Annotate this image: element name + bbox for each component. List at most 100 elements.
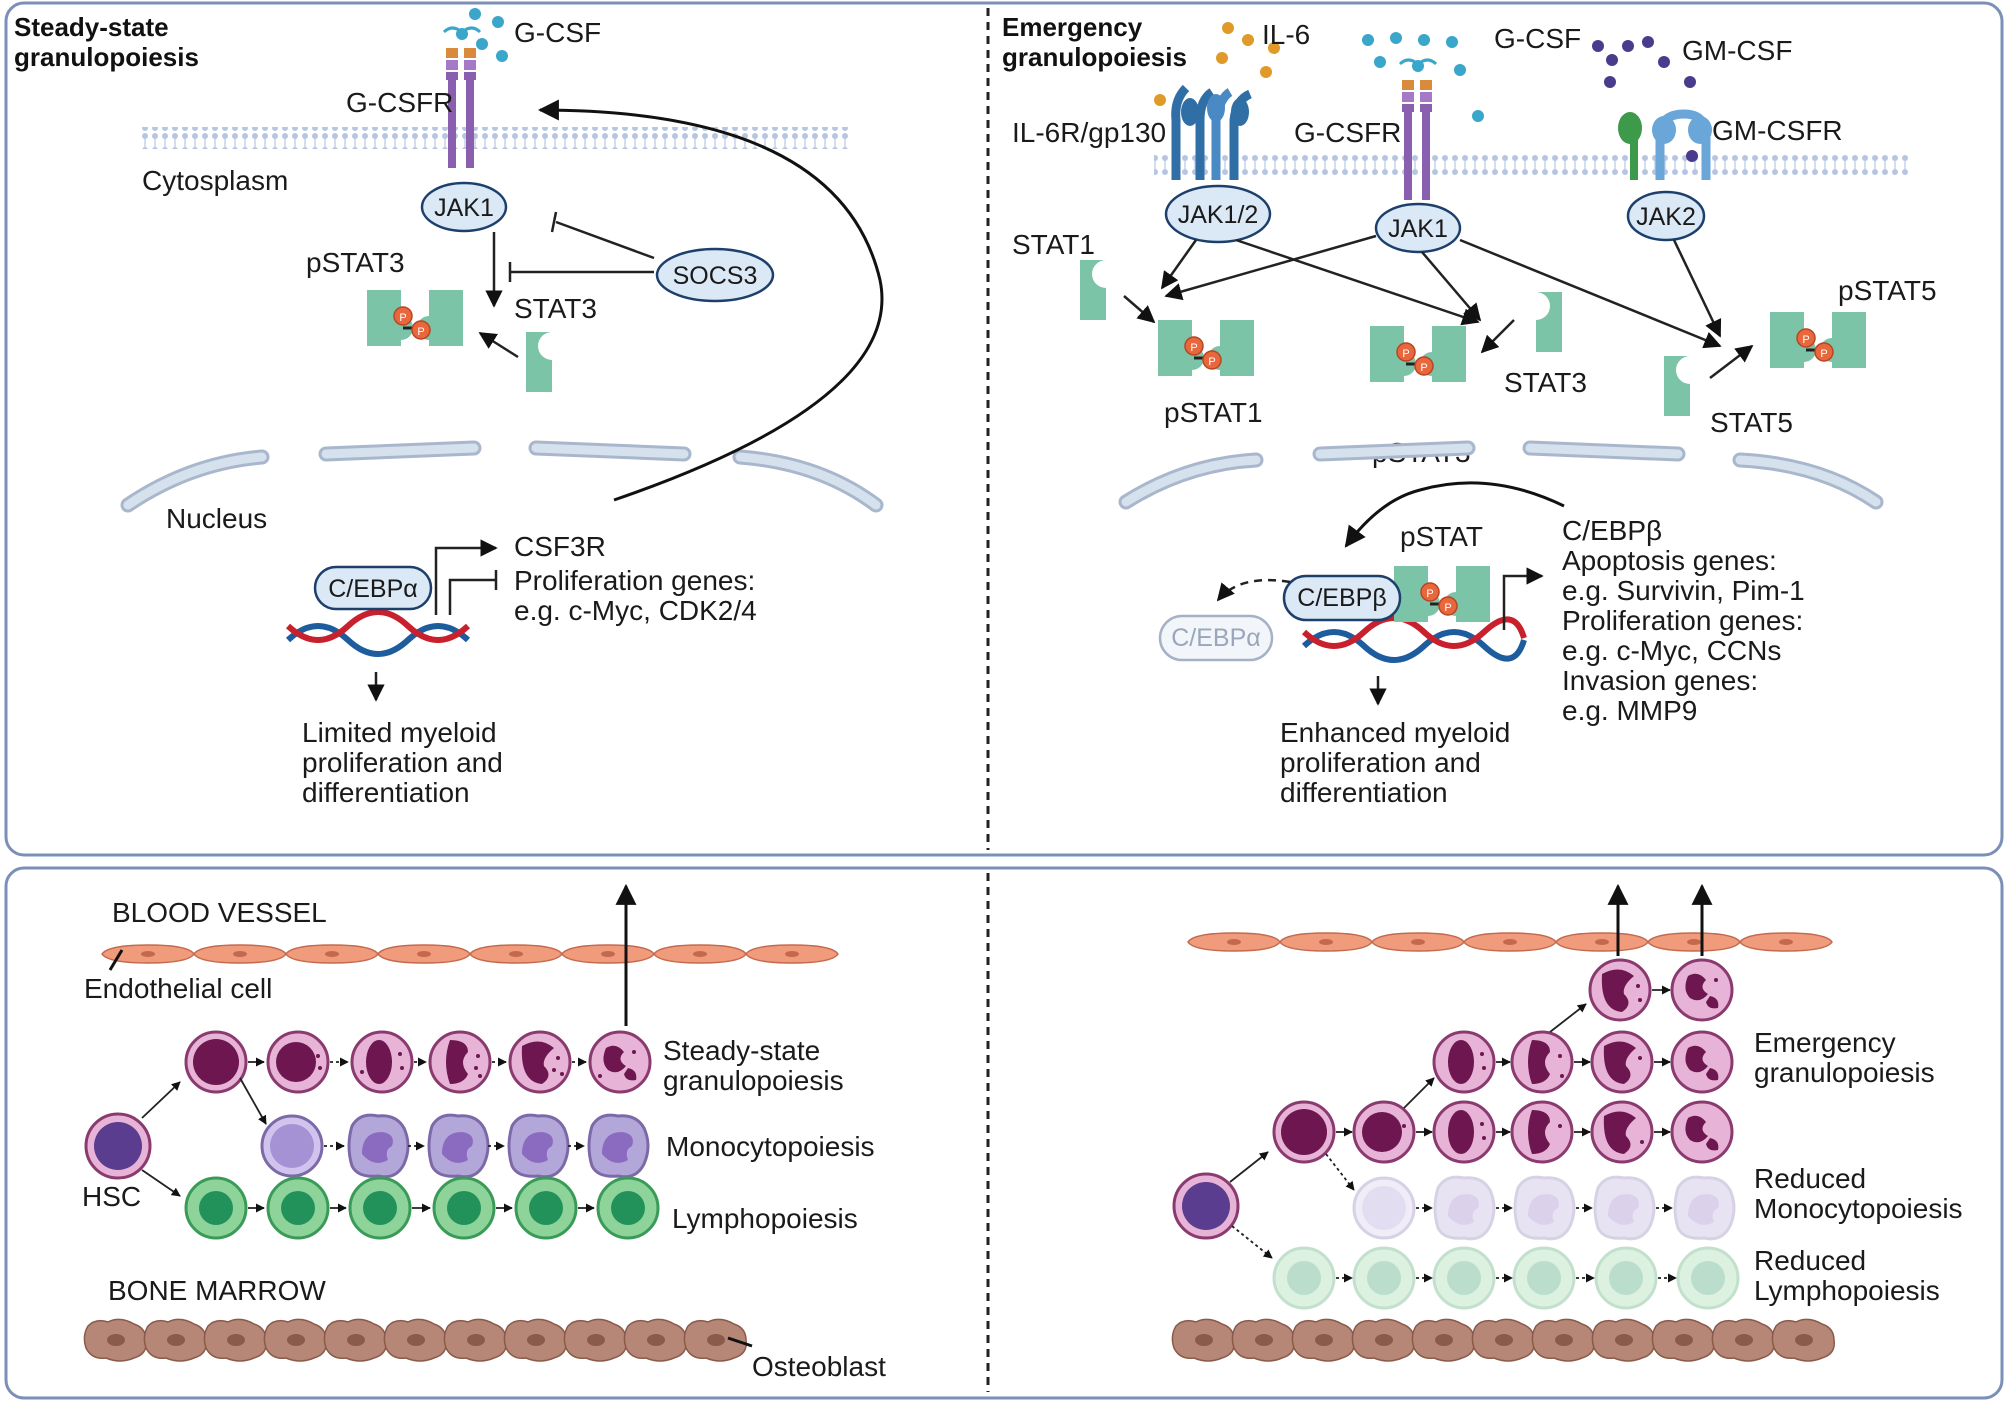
pstat3-dimer-right bbox=[1368, 324, 1468, 384]
cebpb-feedback-arrow bbox=[1344, 481, 1565, 548]
hsc-cell-right bbox=[1172, 1172, 1240, 1240]
emergency-lineage-label-line1: Emergency bbox=[1754, 1027, 1896, 1058]
steady-state-signaling: Steady-state granulopoiesis G-CSF G-CSFR… bbox=[14, 8, 884, 808]
target-genes-list: C/EBPβ Apoptosis genes: e.g. Survivin, P… bbox=[1562, 515, 1805, 726]
hsc-label: HSC bbox=[82, 1181, 141, 1212]
gcsf-ligand-dots-right bbox=[1362, 32, 1484, 122]
pstat1-dimer bbox=[1156, 318, 1256, 378]
lymphopoiesis-label: Lymphopoiesis bbox=[672, 1203, 858, 1234]
il6-label: IL-6 bbox=[1262, 19, 1310, 50]
pstat-label: pSTAT bbox=[1400, 521, 1483, 552]
gene-line-0: C/EBPβ bbox=[1562, 515, 1662, 546]
stat1-label: STAT1 bbox=[1012, 229, 1095, 260]
emergency-signaling: Emergency granulopoiesis IL-6 IL-6R/gp13… bbox=[1002, 12, 1937, 808]
lineage-arrows-right bbox=[1229, 985, 1677, 1283]
reduced-lympho-label-line2: Lymphopoiesis bbox=[1754, 1275, 1940, 1306]
gmcsf-receptor bbox=[1618, 109, 1712, 180]
il6-receptor bbox=[1171, 84, 1253, 180]
gcsf-label: G-CSF bbox=[514, 17, 601, 48]
granulocyte-lineage bbox=[184, 1030, 652, 1094]
outcome-left-line3: differentiation bbox=[302, 777, 470, 808]
gene-line-2: e.g. Survivin, Pim-1 bbox=[1562, 575, 1805, 606]
pstat5-label: pSTAT5 bbox=[1838, 275, 1937, 306]
jak1-label-right: JAK1 bbox=[1388, 215, 1448, 243]
emergency-lineage-label-line2: granulopoiesis bbox=[1754, 1057, 1935, 1088]
gcsfr-label: G-CSFR bbox=[346, 87, 453, 118]
outcome-right-line2: proliferation and bbox=[1280, 747, 1481, 778]
cebpa-label-faded: C/EBPα bbox=[1171, 624, 1260, 652]
nuclear-envelope-right bbox=[1118, 440, 1884, 510]
stat5-label: STAT5 bbox=[1710, 407, 1793, 438]
cell-membrane bbox=[140, 127, 850, 149]
stat3-monomer bbox=[526, 332, 552, 392]
nuclear-envelope bbox=[120, 440, 884, 513]
osteoblast-pointer bbox=[727, 1336, 753, 1348]
reduced-monocyte-lineage bbox=[1352, 1175, 1736, 1241]
jak-stat-arrows bbox=[1160, 234, 1722, 349]
outcome-left-line2: proliferation and bbox=[302, 747, 503, 778]
gene-line-6: e.g. MMP9 bbox=[1562, 695, 1697, 726]
gcsf-ligand-dots bbox=[469, 8, 508, 62]
bottom-panel bbox=[4, 866, 2004, 1400]
jak2-label: JAK2 bbox=[1636, 203, 1696, 231]
steady-lineage-label-line1: Steady-state bbox=[663, 1035, 820, 1066]
gene-line-4: e.g. c-Myc, CCNs bbox=[1562, 635, 1781, 666]
stat1-phosphorylation-arrow bbox=[1123, 295, 1156, 324]
pstat3-label: pSTAT3 bbox=[306, 247, 405, 278]
steady-lineage-label-line2: granulopoiesis bbox=[663, 1065, 844, 1096]
stat3-phosphorylation-arrow bbox=[478, 331, 519, 359]
jak1-label: JAK1 bbox=[434, 194, 494, 222]
gcsf-receptor-right bbox=[1398, 58, 1438, 202]
gcsfr-label-right: G-CSFR bbox=[1294, 117, 1401, 148]
emergency-title-line1: Emergency bbox=[1002, 12, 1143, 42]
stat5-phosphorylation-arrow bbox=[1709, 344, 1754, 379]
gmcsf-ligand-dots bbox=[1592, 36, 1698, 162]
jak2-kinase bbox=[1626, 190, 1706, 242]
pstat3-dimer bbox=[365, 288, 465, 348]
cytoplasm-label: Cytosplasm bbox=[142, 165, 288, 196]
feedback-arrow-to-receptor bbox=[537, 99, 884, 502]
nucleus-label: Nucleus bbox=[166, 503, 267, 534]
prolif-repression bbox=[448, 578, 496, 615]
gcsf-label-right: G-CSF bbox=[1494, 23, 1581, 54]
pstat5-dimer bbox=[1768, 310, 1868, 370]
il6r-label: IL-6R/gp130 bbox=[1012, 117, 1166, 148]
steady-title-line2: granulopoiesis bbox=[14, 42, 199, 72]
cebpb-factor bbox=[1282, 574, 1402, 622]
jak12-kinase bbox=[1164, 184, 1272, 244]
reduced-mono-label-line2: Monocytopoiesis bbox=[1754, 1193, 1963, 1224]
socs3-inhibits-jak1 bbox=[555, 220, 655, 260]
gene-line-5: Invasion genes: bbox=[1562, 665, 1758, 696]
stat3-label-right: STAT3 bbox=[1504, 367, 1587, 398]
stat3-phosphorylation-arrow-right bbox=[1480, 319, 1515, 354]
reduced-mono-label-line1: Reduced bbox=[1754, 1163, 1866, 1194]
gmcsfr-label: GM-CSFR bbox=[1712, 115, 1843, 146]
cebpb-label: C/EBPβ bbox=[1297, 584, 1386, 612]
outcome-right-line1: Enhanced myeloid bbox=[1280, 717, 1510, 748]
cebpa-label: C/EBPα bbox=[328, 575, 417, 603]
reduced-lympho-label-line1: Reduced bbox=[1754, 1245, 1866, 1276]
stat3-monomer-right bbox=[1536, 292, 1562, 352]
blood-vessel-label: BLOOD VESSEL bbox=[112, 897, 327, 928]
csf3r-label: CSF3R bbox=[514, 531, 606, 562]
dna-helix-left bbox=[285, 609, 471, 657]
bone-marrow-osteoblasts bbox=[83, 1318, 747, 1362]
monocyte-lineage bbox=[260, 1113, 650, 1179]
target-gene-activation-arrow bbox=[1502, 567, 1544, 630]
blood-vessel-endothelium-right bbox=[1187, 932, 1833, 952]
outcome-left-line1: Limited myeloid bbox=[302, 717, 497, 748]
dna-helix-right bbox=[1301, 615, 1527, 663]
jak12-label: JAK1/2 bbox=[1178, 201, 1259, 229]
stat5-monomer bbox=[1664, 356, 1690, 416]
cebpa-replacement-arrow bbox=[1216, 578, 1291, 602]
cell-membrane-right bbox=[1154, 153, 1908, 175]
emergency-granulocyte-lineage bbox=[1272, 958, 1734, 1164]
il6-ligand-dots bbox=[1154, 22, 1280, 106]
lineage-arrows-left bbox=[141, 1057, 595, 1213]
stat3-label: STAT3 bbox=[514, 293, 597, 324]
monocytopoiesis-label: Monocytopoiesis bbox=[666, 1131, 875, 1162]
gene-line-3: Proliferation genes: bbox=[1562, 605, 1803, 636]
socs3-inhibitor bbox=[655, 247, 775, 303]
osteoblast-label: Osteoblast bbox=[752, 1351, 886, 1382]
